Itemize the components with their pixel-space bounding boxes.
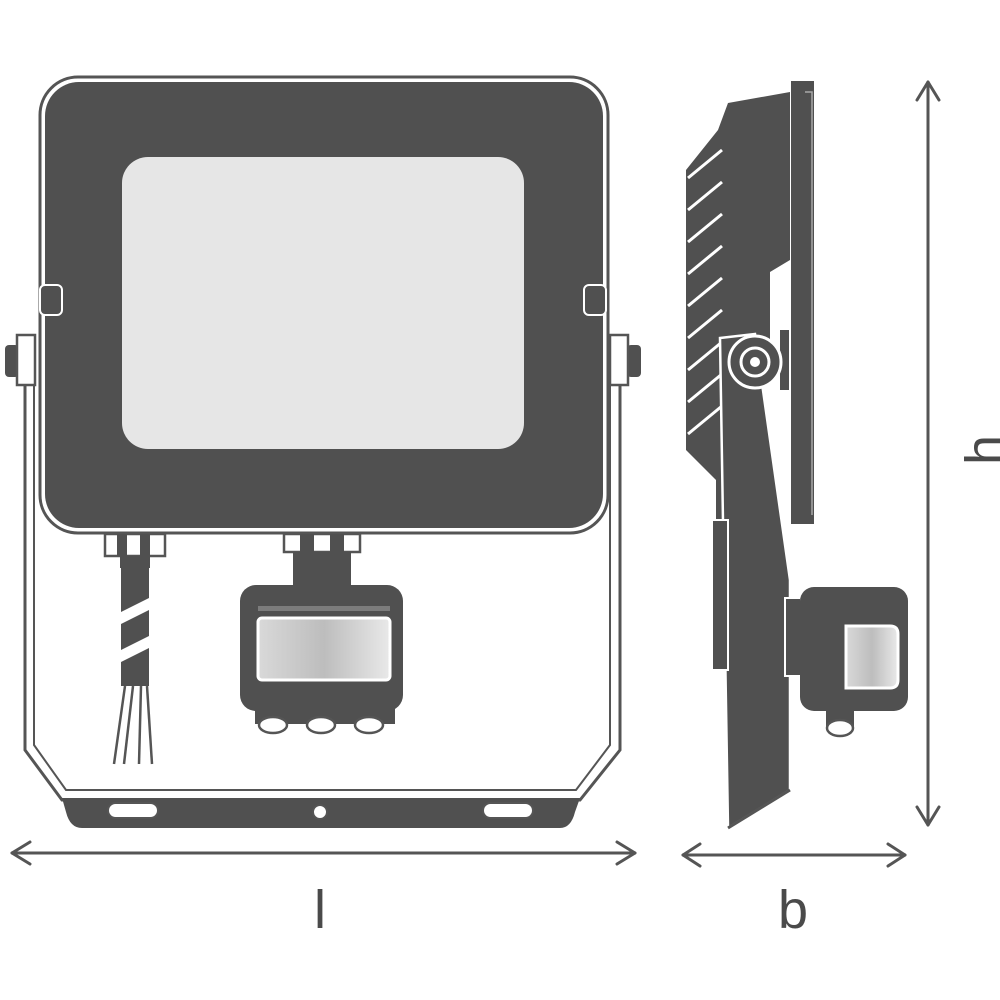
right-housing-tab <box>583 284 607 316</box>
side-rear-plate <box>780 80 815 525</box>
width-dimension-arrow <box>681 842 907 868</box>
width-label: b <box>778 880 808 940</box>
side-bracket-arm <box>718 332 792 831</box>
cable-gland <box>103 532 167 568</box>
height-label: h <box>955 435 1000 465</box>
left-pivot-knob <box>5 345 19 377</box>
right-mounting-slot <box>482 802 534 819</box>
side-view <box>686 79 908 831</box>
motion-sensor-lens <box>256 616 392 682</box>
length-label: l <box>314 880 326 940</box>
sensor-gland <box>282 532 362 586</box>
length-dimension-arrow <box>10 840 637 866</box>
height-dimension-arrow <box>915 80 941 827</box>
heat-sink-fins <box>687 148 723 436</box>
left-mounting-slot <box>107 802 159 819</box>
side-sensor-lens <box>844 624 900 690</box>
right-pivot-knob <box>627 345 641 377</box>
cable-wires <box>112 685 154 765</box>
center-mounting-hole <box>312 804 328 820</box>
side-bracket-strip <box>711 519 729 671</box>
side-motion-sensor <box>784 587 908 738</box>
led-lens-panel <box>122 157 524 449</box>
power-cable <box>121 566 149 686</box>
left-housing-tab <box>39 284 63 316</box>
motion-sensor <box>240 585 403 711</box>
right-pivot-plate <box>608 333 630 387</box>
front-view <box>5 75 641 828</box>
mounting-bracket-inner-edge <box>33 340 611 791</box>
left-pivot-plate <box>15 333 37 387</box>
base-mounting-plate <box>62 798 580 828</box>
sensor-adjustment-knobs <box>255 708 395 735</box>
